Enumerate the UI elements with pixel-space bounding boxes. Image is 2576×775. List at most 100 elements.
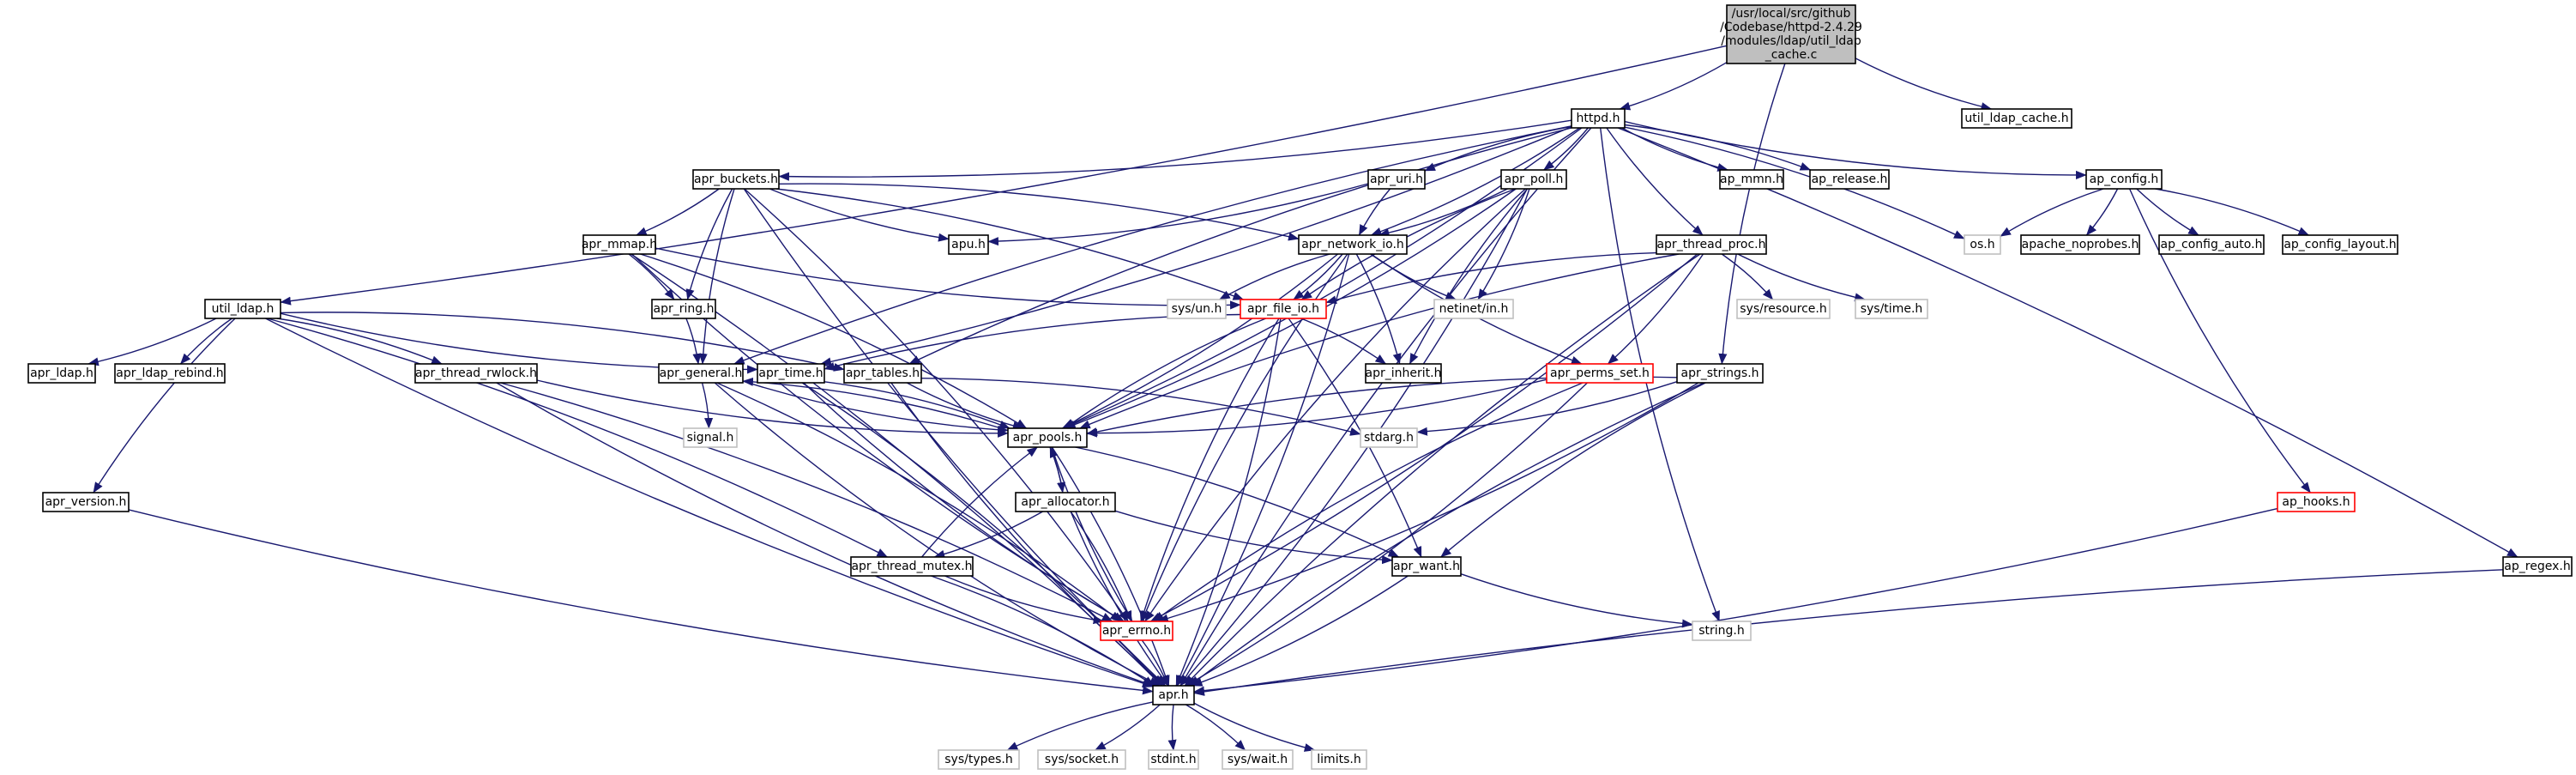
node-apr-errno[interactable]: apr_errno.h [1100, 621, 1173, 641]
node-apr-tables[interactable]: apr_tables.h [843, 363, 922, 384]
edge-ap_regex-to-apr [1193, 569, 2504, 696]
node-apache-noprobes[interactable]: apache_noprobes.h [2020, 234, 2140, 255]
node-stdint[interactable]: stdint.h [1148, 749, 1199, 770]
node-apr-network-io[interactable]: apr_network_io.h [1298, 234, 1408, 255]
node-apr-mmap[interactable]: apr_mmap.h [582, 234, 657, 255]
node-ap-mmn[interactable]: ap_mmn.h [1719, 169, 1784, 190]
edge-ap_hooks-to-apr [1193, 507, 2278, 695]
node-label: stdarg.h [1364, 431, 1414, 445]
edge-apr_thread_proc-to-sys_resource [1721, 253, 1774, 300]
node-apr-inherit[interactable]: apr_inherit.h [1365, 363, 1442, 384]
node-httpd[interactable]: httpd.h [1571, 108, 1626, 129]
edge-apr_buckets-to-apr_network_io [778, 183, 1300, 241]
node-sys-wait[interactable]: sys/wait.h [1222, 749, 1294, 770]
node-box [1571, 108, 1626, 129]
node-label: apr_file_io.h [1247, 302, 1319, 316]
node-apr-strings[interactable]: apr_strings.h [1676, 363, 1764, 384]
node-sys-resource[interactable]: sys/resource.h [1736, 299, 1831, 319]
node-apr-ring[interactable]: apr_ring.h [651, 299, 716, 319]
edge-apr-to-stdint [1167, 704, 1177, 751]
node-apr-file-io[interactable]: apr_file_io.h [1240, 299, 1327, 319]
node-box [582, 234, 656, 255]
edge-apr_mmap-to-apr_file_io [655, 247, 1241, 310]
node-ap-config-layout[interactable]: ap_config_layout.h [2282, 234, 2398, 255]
node-box [683, 427, 738, 448]
node-box [1809, 169, 1890, 190]
node-apu[interactable]: apu.h [948, 234, 989, 255]
node-ap-hooks[interactable]: ap_hooks.h [2277, 492, 2356, 512]
edge-apr_file_io-to-apr_pools [1064, 318, 1267, 429]
node-label: apr_thread_proc.h [1656, 238, 1765, 251]
node-os[interactable]: os.h [1964, 234, 2001, 255]
edge-apr_network_io-to-apr [1176, 253, 1350, 687]
node-apr-thread-mutex[interactable]: apr_thread_mutex.h [850, 556, 974, 577]
edge-apr_allocator-to-apr_want [1114, 510, 1393, 565]
edge-apr_thread_mutex-to-apr_errno [944, 575, 1105, 625]
node-box [1500, 169, 1567, 190]
node-root[interactable]: /usr/local/src/github/Codebase/httpd-2.4… [1720, 4, 1862, 64]
node-label: stdint.h [1150, 753, 1196, 766]
node-apr-want[interactable]: apr_want.h [1391, 556, 1462, 577]
edge-apr_poll-to-netinet_in [1477, 188, 1530, 300]
node-apr[interactable]: apr.h [1152, 685, 1195, 705]
node-box [1726, 4, 1856, 64]
node-ap-release[interactable]: ap_release.h [1809, 169, 1890, 190]
edge-httpd-to-apr_thread_proc [1606, 127, 1704, 236]
node-sys-un[interactable]: sys/un.h [1167, 299, 1227, 319]
node-apr-perms-set[interactable]: apr_perms_set.h [1546, 363, 1654, 384]
node-apr-general[interactable]: apr_general.h [658, 363, 744, 384]
node-label: apr.h [1158, 688, 1188, 702]
node-label: ap_config_auto.h [2161, 238, 2263, 251]
node-ap-config[interactable]: ap_config.h [2085, 169, 2163, 190]
node-apr-thread-rwlock[interactable]: apr_thread_rwlock.h [414, 363, 538, 384]
node-sys-time[interactable]: sys/time.h [1855, 299, 1928, 319]
node-limits[interactable]: limits.h [1311, 749, 1367, 770]
node-util-ldap-cache[interactable]: util_ldap_cache.h [1961, 108, 2072, 129]
node-apr-thread-proc[interactable]: apr_thread_proc.h [1656, 234, 1767, 255]
node-box [1360, 427, 1418, 448]
node-box [1152, 685, 1195, 705]
edge-apr_thread_proc-to-apr_errno [1149, 253, 1698, 622]
edge-apr_uri-to-apr_network_io [1358, 188, 1391, 236]
node-signal[interactable]: signal.h [683, 427, 738, 448]
node-apr-ldap-rebind[interactable]: apr_ldap_rebind.h [114, 363, 226, 384]
node-box [1367, 169, 1426, 190]
node-label: ap_regex.h [2504, 560, 2570, 573]
node-box [1015, 492, 1116, 512]
node-apr-allocator[interactable]: apr_allocator.h [1015, 492, 1116, 512]
edge-apr_network_io-to-apr_inherit [1355, 253, 1402, 365]
edge-apr_thread_proc-to-apr_file_io [1325, 251, 1657, 305]
edge-apr_file_io-to-apr_errno [1139, 318, 1280, 622]
edge-apr_tables-to-apr [890, 382, 1166, 687]
edge-apr_allocator-to-apr_errno [1070, 511, 1132, 622]
edge-apr_network_io-to-apr_pools [1061, 253, 1339, 429]
node-box [1391, 556, 1462, 577]
node-label: apr_version.h [45, 495, 127, 509]
node-label: ap_release.h [1812, 173, 1888, 186]
node-ap-regex[interactable]: ap_regex.h [2502, 556, 2573, 577]
node-label: apr_time.h [758, 366, 823, 380]
node-apr-ldap[interactable]: apr_ldap.h [27, 363, 96, 384]
node-apr-time[interactable]: apr_time.h [757, 363, 825, 384]
edge-httpd-to-apr_tables [908, 127, 1572, 365]
node-util-ldap[interactable]: util_ldap.h [204, 299, 281, 319]
node-sys-types[interactable]: sys/types.h [938, 749, 1020, 770]
node-apr-version[interactable]: apr_version.h [42, 492, 130, 512]
node-box [938, 749, 1020, 770]
node-label: apr_allocator.h [1021, 495, 1109, 509]
edge-apr_tables-to-stdarg [920, 378, 1361, 436]
node-string-h[interactable]: string.h [1692, 621, 1752, 641]
node-apr-uri[interactable]: apr_uri.h [1367, 169, 1426, 190]
node-apr-buckets[interactable]: apr_buckets.h [692, 169, 780, 190]
node-apr-poll[interactable]: apr_poll.h [1500, 169, 1567, 190]
node-stdarg[interactable]: stdarg.h [1360, 427, 1418, 448]
edge-ap_config-to-apache_noprobes [2085, 188, 2119, 236]
node-box [850, 556, 974, 577]
node-ap-config-auto[interactable]: ap_config_auto.h [2158, 234, 2265, 255]
node-netinet-in[interactable]: netinet/in.h [1433, 299, 1514, 319]
node-box [1433, 299, 1514, 319]
node-sys-socket[interactable]: sys/socket.h [1037, 749, 1126, 770]
edge-apr_want-to-string_h [1460, 573, 1693, 628]
node-apr-pools[interactable]: apr_pools.h [1007, 427, 1088, 448]
node-box [1961, 108, 2072, 129]
